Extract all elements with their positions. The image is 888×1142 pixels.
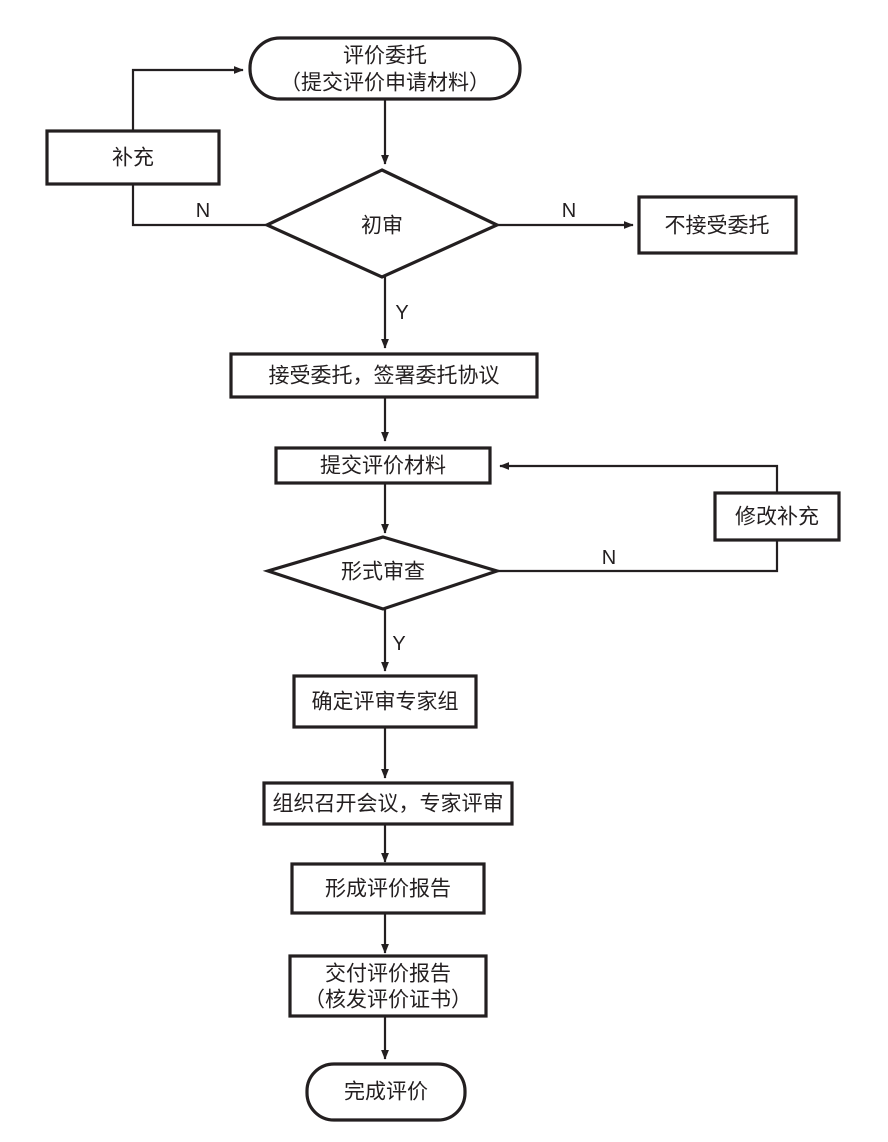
expert-group-node-shape	[292, 674, 478, 729]
connector-revise-to-submit	[499, 462, 779, 492]
expert-group-node-label: 确定评审专家组	[312, 691, 459, 714]
node-supplement[interactable]: 补充	[45, 129, 221, 186]
preliminary-review-node-shape	[263, 168, 501, 279]
start-node-label-line1: 评价委托	[343, 45, 427, 68]
node-form-report[interactable]: 形成评价报告	[290, 862, 486, 915]
accept-sign-node-shape	[229, 352, 539, 399]
supplement-node-shape	[45, 129, 221, 186]
revise-supplement-node-shape	[713, 491, 841, 542]
node-meeting[interactable]: 组织召开会议，专家评审	[262, 781, 514, 826]
connector-preliminary-no-to-supplement	[131, 184, 267, 227]
node-deliver-report[interactable]: 交付评价报告 （核发评价证书）	[288, 954, 488, 1018]
node-start[interactable]: 评价委托 （提交评价申请材料）	[248, 36, 522, 101]
edge-label-preliminary-yes: Y	[395, 302, 408, 324]
node-preliminary-review[interactable]: 初审	[263, 168, 501, 279]
node-expert-group[interactable]: 确定评审专家组	[292, 674, 478, 729]
reject-node-label: 不接受委托	[665, 215, 770, 238]
edge-label-formal-yes: Y	[392, 633, 405, 655]
connector-supplement-to-start	[131, 66, 244, 140]
node-submit-materials[interactable]: 提交评价材料	[274, 446, 492, 485]
node-finish[interactable]: 完成评价	[305, 1062, 467, 1122]
preliminary-review-node-label: 初审	[361, 215, 403, 238]
deliver-report-node-label-line1: 交付评价报告	[325, 963, 451, 986]
formal-review-node-shape	[262, 535, 503, 611]
submit-materials-node-shape	[274, 446, 492, 485]
deliver-report-node-shape	[288, 954, 488, 1018]
start-node-shape	[248, 36, 522, 101]
accept-sign-node-label: 接受委托，签署委托协议	[269, 365, 500, 388]
supplement-node-label: 补充	[112, 147, 154, 170]
edge-label-formal-no: N	[602, 547, 616, 569]
revise-supplement-node-label: 修改补充	[735, 506, 819, 529]
deliver-report-node-label-line2: （核发评价证书）	[304, 989, 472, 1012]
node-accept-sign[interactable]: 接受委托，签署委托协议	[229, 352, 539, 399]
reject-node-shape	[637, 195, 798, 255]
form-report-node-shape	[290, 862, 486, 915]
edge-label-preliminary-no-left: N	[196, 200, 210, 222]
form-report-node-label: 形成评价报告	[325, 878, 451, 901]
meeting-node-label: 组织召开会议，专家评审	[273, 793, 504, 816]
meeting-node-shape	[262, 781, 514, 826]
formal-review-node-label: 形式审查	[341, 561, 425, 584]
finish-node-shape	[305, 1062, 467, 1122]
finish-node-label: 完成评价	[344, 1081, 428, 1104]
node-revise-supplement[interactable]: 修改补充	[713, 491, 841, 542]
node-formal-review[interactable]: 形式审查	[262, 535, 503, 611]
submit-materials-node-label: 提交评价材料	[320, 455, 446, 478]
start-node-label-line2: （提交评价申请材料）	[280, 72, 490, 95]
connector-formal-no-to-revise	[497, 540, 779, 573]
edge-label-preliminary-no-right: N	[562, 200, 576, 222]
node-reject[interactable]: 不接受委托	[637, 195, 798, 255]
